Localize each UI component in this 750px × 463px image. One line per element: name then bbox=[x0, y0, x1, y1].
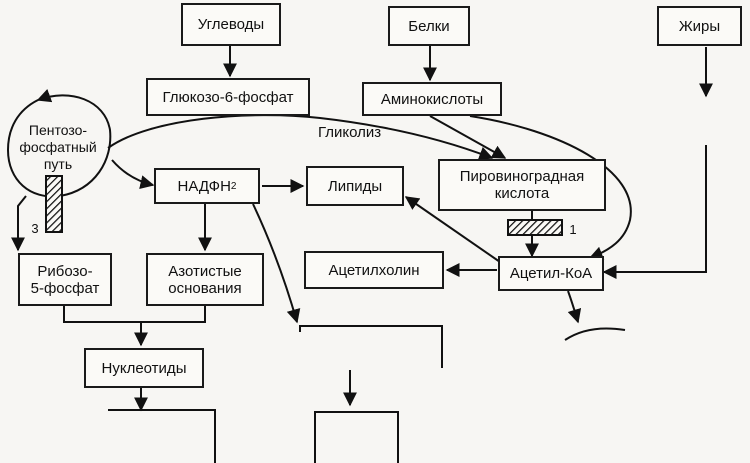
inhibitor-marker-3 bbox=[45, 175, 63, 233]
arrow-acetyl-to-lipids bbox=[404, 196, 501, 263]
pentose-cycle bbox=[6, 89, 112, 198]
label-glycolysis: Гликолиз bbox=[318, 124, 382, 141]
marker-label-1: 1 bbox=[569, 222, 577, 237]
node-pentose-pathway: Пентозо- фосфатный путь bbox=[19, 122, 97, 172]
node-nucleotides: Нуклеотиды bbox=[84, 348, 204, 388]
merge-to-nucleotides bbox=[63, 306, 206, 323]
node-glucose-6-phosphate: Глюкозо-6-фосфат bbox=[146, 78, 310, 116]
node-amino-acids: Аминокислоты bbox=[362, 82, 502, 116]
curve-amino-to-acetyl bbox=[469, 115, 632, 260]
line-fats-to-acetyl bbox=[602, 145, 707, 279]
node-nitrogenous-bases: Азотистые основания bbox=[146, 253, 264, 306]
arrow-pentose-to-ribose bbox=[11, 195, 27, 252]
bottom-left-bracket bbox=[108, 409, 216, 463]
arrow-nadph-to-lower bbox=[252, 203, 301, 324]
node-acetylcholine: Ацетилхолин bbox=[304, 251, 444, 289]
arrow-amino-to-pyruvate bbox=[429, 115, 507, 159]
node-carbohydrates: Углеводы bbox=[181, 3, 281, 46]
node-proteins: Белки bbox=[388, 6, 470, 46]
node-lipids: Липиды bbox=[306, 166, 404, 206]
arc-glycolysis bbox=[107, 114, 494, 161]
bottom-open-box bbox=[314, 411, 399, 463]
node-fats: Жиры bbox=[657, 6, 742, 46]
node-acetyl-coa: Ацетил-КоА bbox=[498, 256, 604, 291]
marker-label-3: 3 bbox=[31, 221, 39, 236]
cycle-arc bbox=[564, 327, 626, 341]
lower-open-box bbox=[299, 325, 443, 368]
arrow-acetyl-down bbox=[567, 290, 582, 324]
nadph-main: НАДФН bbox=[177, 177, 231, 195]
node-ribose-5-phosphate: Рибозо- 5-фосфат bbox=[18, 253, 112, 306]
inhibitor-marker-1 bbox=[507, 219, 563, 236]
arrow-glucose-to-nadph bbox=[111, 159, 155, 189]
node-pyruvic-acid: Пировиноградная кислота bbox=[438, 159, 606, 211]
nadph-subscript: 2 bbox=[230, 180, 237, 192]
